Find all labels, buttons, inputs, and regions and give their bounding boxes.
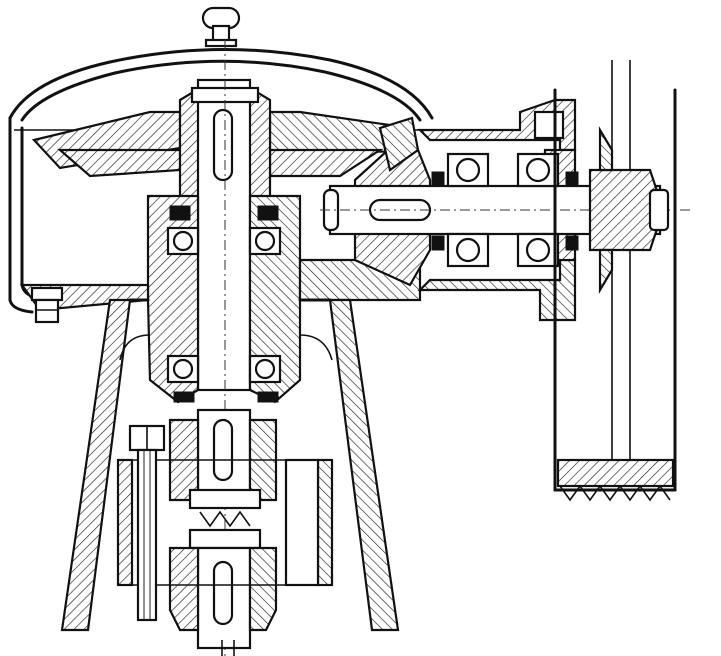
coupling-guard [116, 458, 334, 587]
horizontal-shaft-bearings [431, 152, 579, 268]
centerline-marks [221, 640, 235, 656]
column-frame [60, 298, 400, 632]
vertical-shaft-bearings [166, 205, 282, 403]
v-belt-pulley [553, 60, 677, 502]
anchor-bolt [128, 424, 166, 622]
cover-knob [201, 6, 241, 48]
lower-coupling [168, 408, 278, 650]
cover-bolt [30, 286, 64, 324]
